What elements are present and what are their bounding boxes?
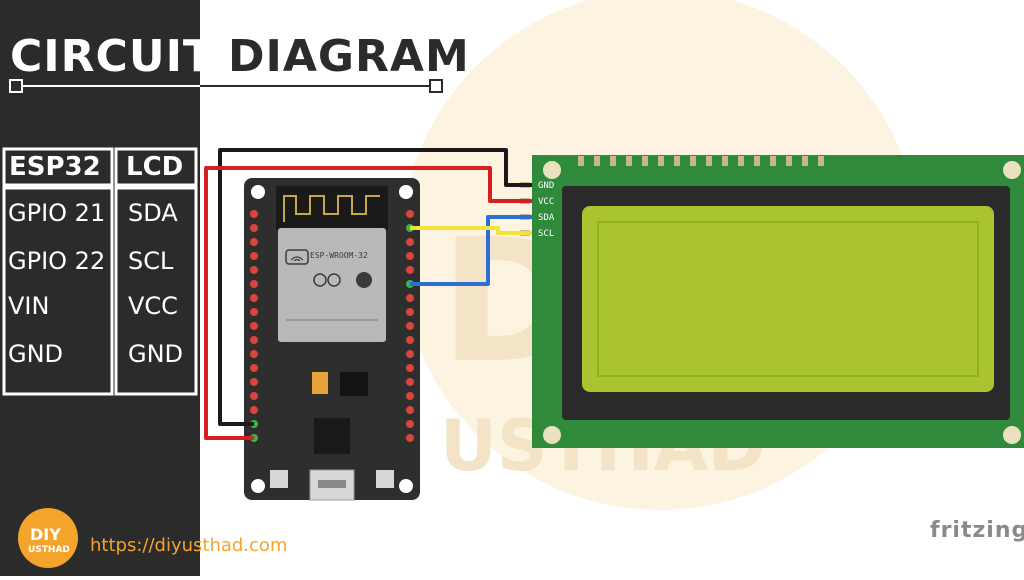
- boot-button: [376, 470, 394, 488]
- lcd-pin-label: GND: [538, 181, 554, 191]
- esp32-left-pins: [250, 210, 258, 442]
- table-cell-lcd: GND: [128, 340, 184, 368]
- wire-gnd: [218, 148, 532, 426]
- usb-port-icon: [309, 469, 355, 501]
- logo-line1: DIY: [30, 525, 61, 544]
- esp32-mount-hole: [251, 479, 265, 493]
- capacitor: [312, 372, 328, 394]
- lcd-mount-hole: [1003, 161, 1021, 179]
- antenna-trace: [283, 195, 380, 222]
- table-header-esp32: ESP32: [9, 152, 101, 182]
- page-title: CIRCUIT DIAGRAM: [10, 30, 470, 84]
- table-cell-esp32: GPIO 21: [8, 199, 106, 227]
- en-button: [270, 470, 288, 488]
- title-underline: [9, 79, 443, 93]
- esp32-mount-hole: [399, 479, 413, 493]
- logo-line2: USTHAD: [28, 545, 70, 555]
- wire-vcc: [204, 166, 532, 440]
- lcd-screen-inner: [597, 221, 979, 377]
- lcd-pin-label: SCL: [538, 229, 554, 239]
- usb-chip: [314, 418, 350, 454]
- esp32-right-pins: [406, 210, 414, 442]
- table-cell-lcd: VCC: [128, 292, 178, 320]
- table-cell-esp32: GND: [8, 340, 64, 368]
- wifi-icon: [285, 249, 309, 265]
- espressif-logo: [356, 272, 372, 288]
- esp32-board: ESP-WROOM-32: [244, 178, 420, 501]
- table-cell-esp32: GPIO 22: [8, 247, 106, 275]
- wires: [204, 148, 532, 440]
- lcd-module: GND VCC SDA SCL: [520, 155, 1024, 448]
- lcd-mount-hole: [1003, 426, 1021, 444]
- lcd-pin-labels: GND VCC SDA SCL: [538, 181, 555, 239]
- wire-sda-gpio21: [410, 215, 532, 286]
- pin-table: ESP32 LCD GPIO 21 SDA GPIO 22 SCL VIN VC…: [0, 0, 200, 576]
- pin-table-borders: [2, 147, 198, 396]
- website-link[interactable]: https://diyusthad.com: [90, 535, 288, 556]
- lcd-header-pins: [578, 156, 824, 166]
- esp32-antenna: [276, 186, 388, 230]
- lcd-pin-label: SDA: [538, 213, 555, 223]
- lcd-mount-hole: [543, 161, 561, 179]
- title-area: CIRCUIT DIAGRAM: [0, 0, 469, 100]
- lcd-mount-hole: [543, 426, 561, 444]
- esp32-mount-hole: [251, 185, 265, 199]
- esp-module-label: ESP-WROOM-32: [310, 251, 368, 260]
- esp32-mount-hole: [399, 185, 413, 199]
- table-cell-esp32: VIN: [8, 292, 50, 320]
- title-part2: DIAGRAM: [227, 31, 470, 82]
- table-header-lcd: LCD: [126, 152, 184, 182]
- lcd-screen: [582, 206, 994, 392]
- table-cell-lcd: SDA: [128, 199, 178, 227]
- fritzing-logo-icon: fritzing: [930, 518, 1024, 543]
- title-part1: CIRCUIT: [10, 31, 214, 82]
- logo: DIY USTHAD: [18, 508, 78, 568]
- table-cell-lcd: SCL: [128, 247, 174, 275]
- wire-scl-gpio22: [410, 226, 532, 235]
- voltage-regulator: [340, 372, 368, 396]
- left-panel: [0, 0, 200, 576]
- ce-mark-icon: [313, 273, 341, 287]
- lcd-pin-label: VCC: [538, 197, 554, 207]
